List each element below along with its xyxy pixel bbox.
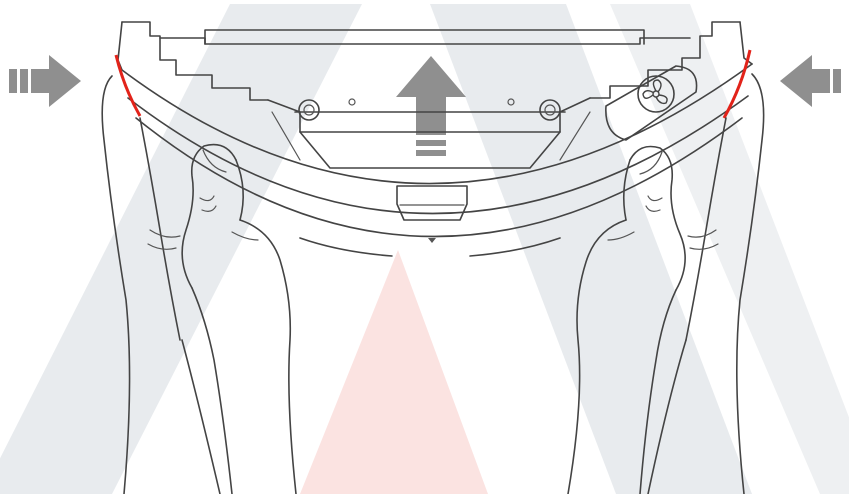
watermark-triangle-pink (300, 250, 488, 494)
bumper-edge-highlight-right (724, 50, 750, 118)
bumper-latch (397, 186, 467, 243)
bumper-edge-highlight-left (116, 55, 140, 116)
push-right-arrow-icon (9, 55, 81, 107)
push-left-arrow-icon (780, 55, 841, 107)
